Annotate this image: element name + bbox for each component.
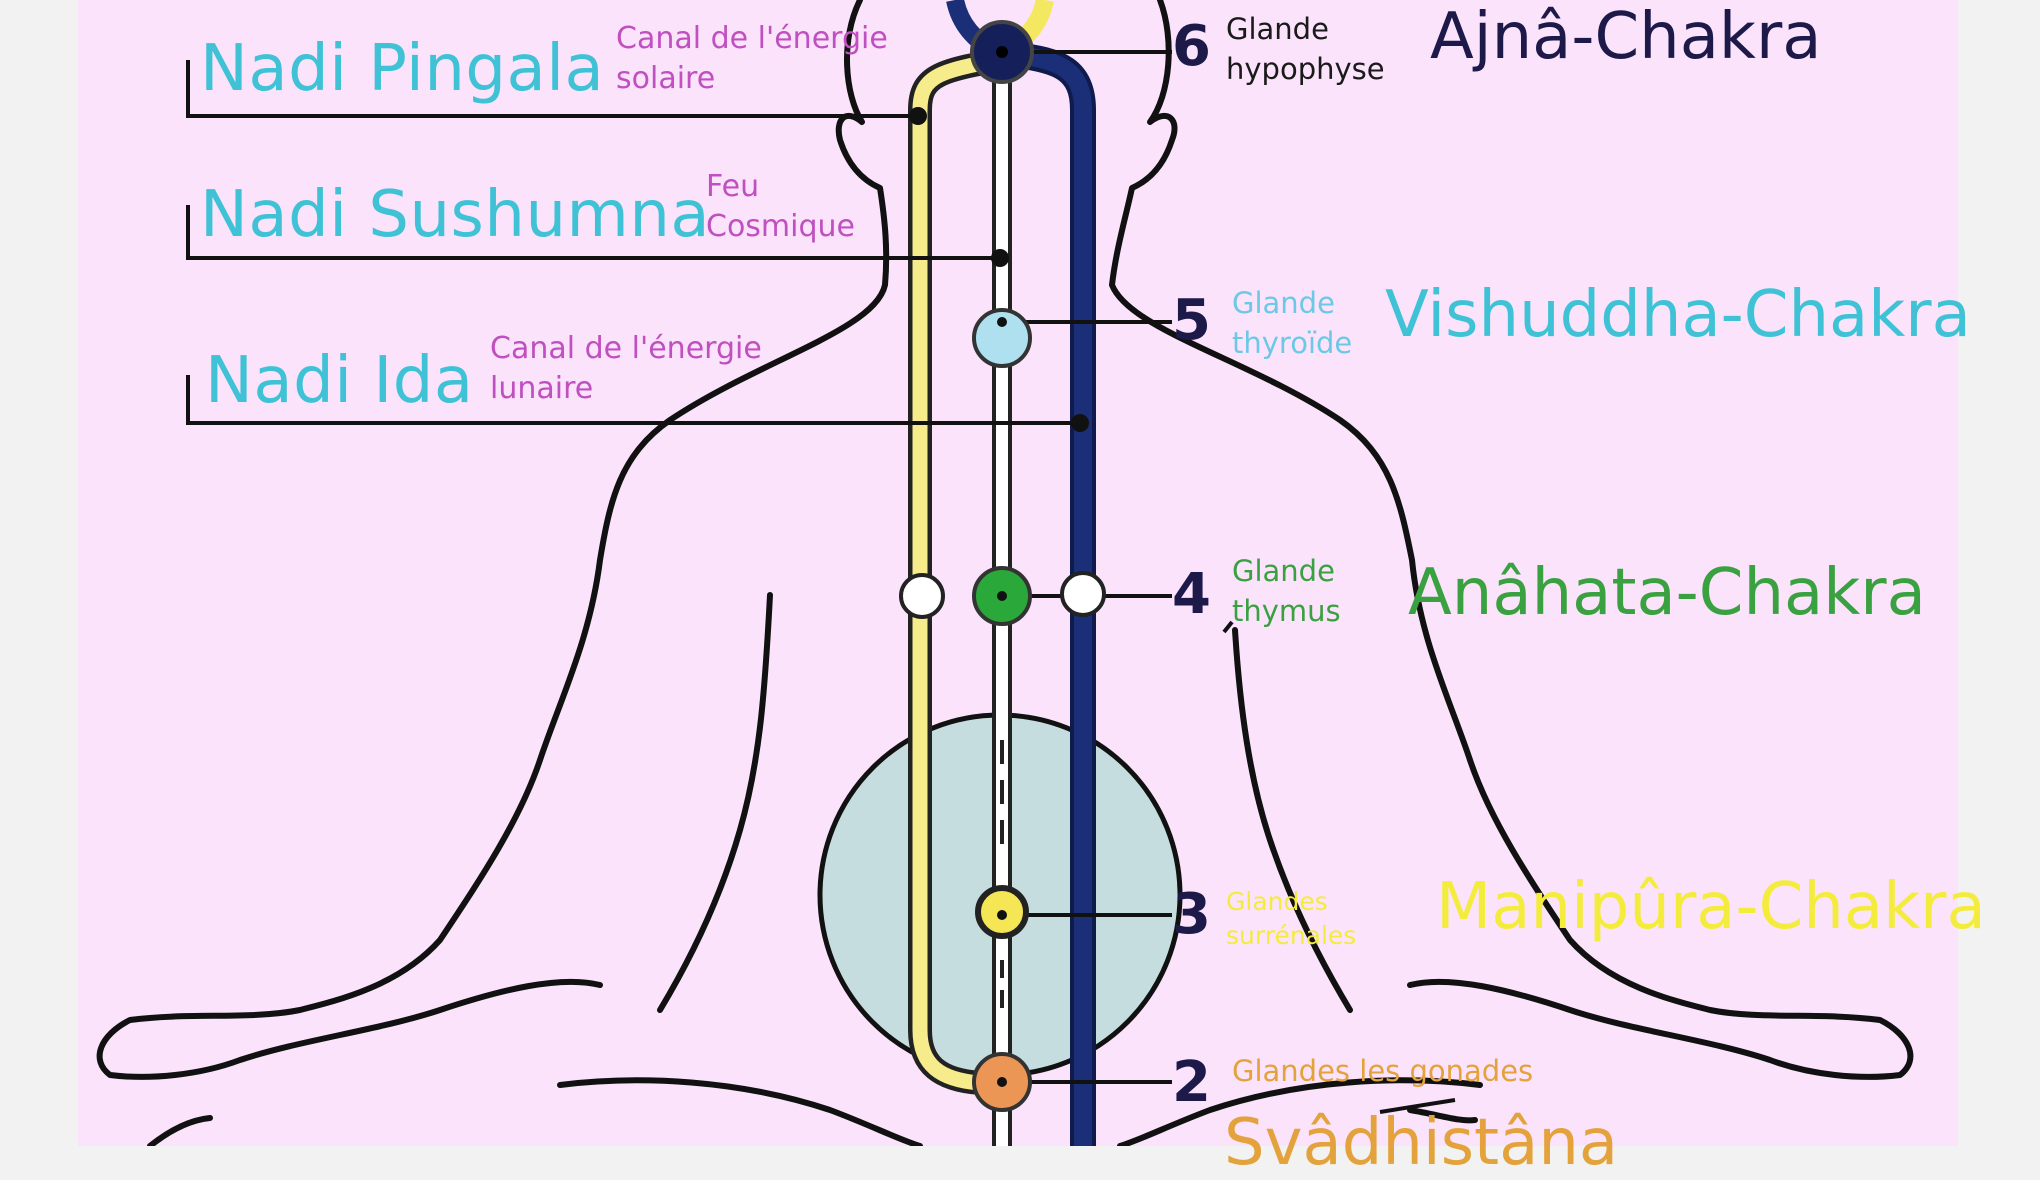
body-drawing xyxy=(96,0,1914,1146)
ida-heart-node xyxy=(1060,571,1106,617)
connector-lines xyxy=(186,50,1456,1114)
chakra-3-number: 3 xyxy=(1172,882,1211,947)
chakra-4-name: Anâhata-Chakra xyxy=(1408,556,1926,630)
chakra-2-gland: Glandes les gonades xyxy=(1232,1054,1534,1088)
nadi-sushumna-desc-1: Feu xyxy=(706,169,760,204)
chakra-3-name: Manipûra-Chakra xyxy=(1436,870,1986,944)
nadi-pingala-desc-1: Canal de l'énergie xyxy=(616,21,888,56)
nadi-ida-desc-1: Canal de l'énergie xyxy=(490,331,762,366)
nadi-sushumna-desc-2: Cosmique xyxy=(706,209,856,244)
nadi-ida-title: Nadi Ida xyxy=(205,344,474,418)
chakra-5-name: Vishuddha-Chakra xyxy=(1385,278,1971,352)
pingala-point xyxy=(909,107,927,125)
chakra-2-number: 2 xyxy=(1172,1050,1211,1115)
nadi-pingala-desc-2: solaire xyxy=(616,61,716,96)
chakra-6-number: 6 xyxy=(1172,14,1211,79)
nadi-pingala-title: Nadi Pingala xyxy=(200,32,605,106)
sushumna-point xyxy=(991,249,1009,267)
pingala-heart-node xyxy=(899,573,945,619)
body-outline xyxy=(96,0,1914,1146)
chakra-4-gland-2: thymus xyxy=(1232,594,1341,628)
nadi-ida-desc-2: lunaire xyxy=(490,371,594,406)
chakra-3-gland-2: surrénales xyxy=(1226,921,1357,950)
chakra-5-gland-2: thyroïde xyxy=(1232,326,1353,360)
chakra-2-name: Svâdhistâna xyxy=(1224,1106,1619,1180)
chakra-3-gland-1: Glandes xyxy=(1226,887,1328,916)
chakra-4-gland-1: Glande xyxy=(1232,554,1335,588)
chakra-node-5 xyxy=(972,308,1032,368)
chakra-diagram: Nadi Pingala Canal de l'énergie solaire … xyxy=(78,0,1986,1178)
chakra-node-6 xyxy=(970,20,1034,84)
chakra-node-2 xyxy=(972,1052,1032,1112)
chakra-6-gland-1: Glande xyxy=(1226,12,1329,46)
chakra-5-number: 5 xyxy=(1172,288,1211,353)
chakra-node-4 xyxy=(972,566,1032,626)
chakra-6-gland-2: hypophyse xyxy=(1226,52,1385,86)
chakra-6-name: Ajnâ-Chakra xyxy=(1430,0,1822,74)
chakra-node-3 xyxy=(975,885,1029,939)
chakra-4-number: 4 xyxy=(1172,562,1211,627)
nadi-sushumna-title: Nadi Sushumna xyxy=(200,178,711,252)
chakra-5-gland-1: Glande xyxy=(1232,286,1335,320)
ida-point xyxy=(1071,414,1089,432)
